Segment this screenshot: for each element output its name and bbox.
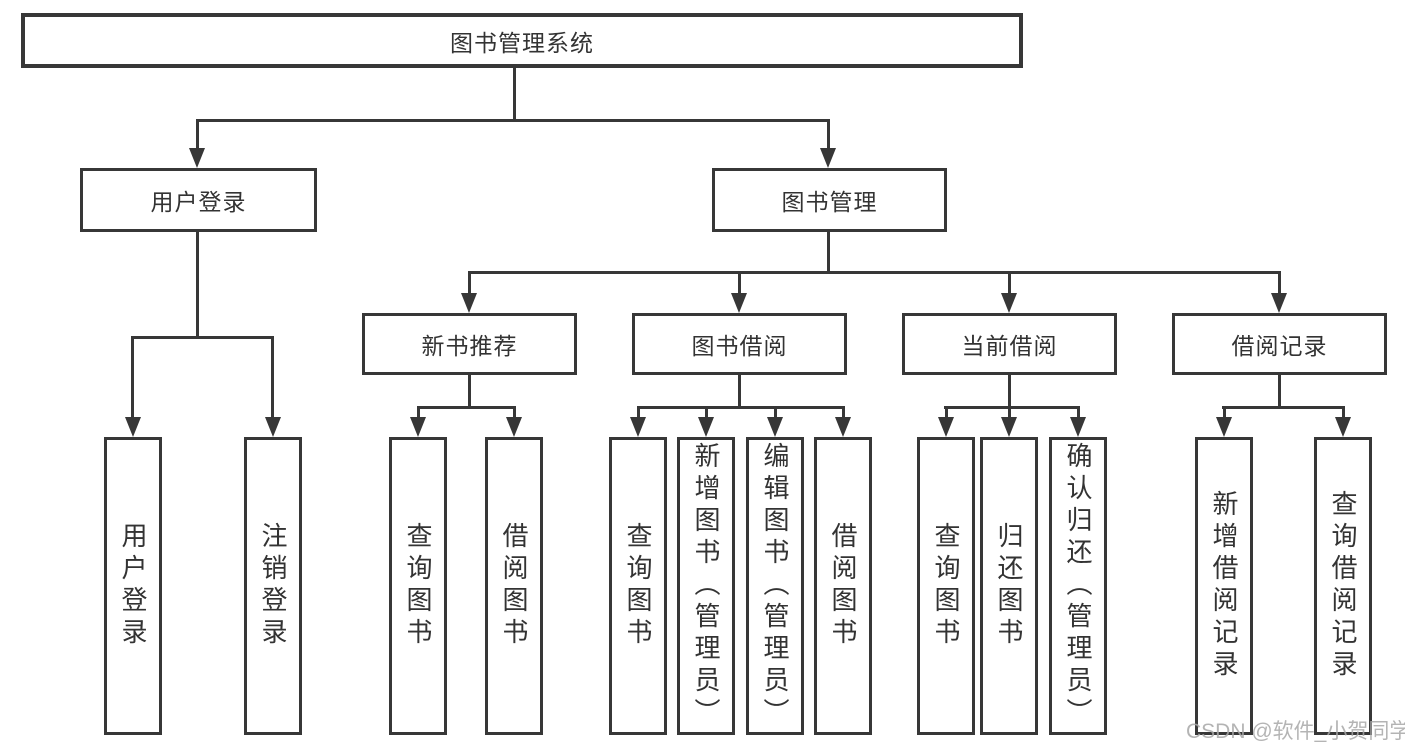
connector-drop bbox=[468, 271, 471, 295]
leaf-label: 新增图书（管理员） bbox=[691, 442, 721, 730]
leaf-label: 新增借阅记录 bbox=[1209, 490, 1239, 682]
leaf-logout: 注销登录 bbox=[244, 437, 302, 735]
arrowhead bbox=[1216, 417, 1232, 437]
connector-drop bbox=[842, 406, 845, 420]
connector-rail bbox=[1222, 406, 1345, 409]
arrowhead bbox=[410, 417, 426, 437]
leaf-nbr-borrow-books: 借阅图书 bbox=[485, 437, 543, 735]
node-book-management: 图书管理 bbox=[712, 168, 947, 232]
arrowhead bbox=[1335, 417, 1351, 437]
arrowhead bbox=[1001, 293, 1017, 313]
connector-drop bbox=[774, 406, 777, 420]
connector-drop bbox=[513, 406, 516, 420]
connector-drop bbox=[1008, 271, 1011, 295]
leaf-cb-confirm-return-admin: 确认归还（管理员） bbox=[1049, 437, 1107, 735]
leaf-nbr-query-books: 查询图书 bbox=[389, 437, 447, 735]
arrowhead bbox=[189, 148, 205, 168]
leaf-label: 用户登录 bbox=[118, 522, 148, 650]
arrowhead bbox=[630, 417, 646, 437]
watermark-text: CSDN @软件_小贺同学 bbox=[1186, 720, 1405, 743]
arrowhead bbox=[1070, 417, 1086, 437]
connector-user-login-stub bbox=[196, 232, 199, 336]
leaf-label: 借阅图书 bbox=[499, 522, 529, 650]
leaf-cb-query-books: 查询图书 bbox=[917, 437, 975, 735]
connector-stub bbox=[468, 375, 471, 407]
connector-drop bbox=[1278, 271, 1281, 295]
leaf-cb-return-books: 归还图书 bbox=[980, 437, 1038, 735]
connector-rail bbox=[944, 406, 1080, 409]
connector-drop bbox=[705, 406, 708, 420]
leaf-user-login: 用户登录 bbox=[104, 437, 162, 735]
node-new-book-recommend: 新书推荐 bbox=[362, 313, 577, 375]
arrowhead bbox=[1271, 293, 1287, 313]
connector-level2-rail bbox=[196, 119, 830, 122]
leaf-bb-edit-books-admin: 编辑图书（管理员） bbox=[746, 437, 804, 735]
node-user-login: 用户登录 bbox=[80, 168, 317, 232]
leaf-label: 查询图书 bbox=[403, 522, 433, 650]
connector-drop bbox=[1342, 406, 1345, 420]
connector-drop bbox=[637, 406, 640, 420]
connector-drop bbox=[417, 406, 420, 420]
node-current-borrow: 当前借阅 bbox=[902, 313, 1117, 375]
leaf-label: 确认归还（管理员） bbox=[1063, 442, 1093, 730]
node-root: 图书管理系统 bbox=[21, 13, 1023, 68]
arrowhead bbox=[265, 417, 281, 437]
arrowhead bbox=[698, 417, 714, 437]
leaf-bb-add-books-admin: 新增图书（管理员） bbox=[677, 437, 735, 735]
leaf-label: 查询借阅记录 bbox=[1328, 490, 1358, 682]
leaf-label: 归还图书 bbox=[994, 522, 1024, 650]
arrowhead bbox=[767, 417, 783, 437]
connector-root-stub bbox=[513, 68, 516, 119]
node-borrow-records: 借阅记录 bbox=[1172, 313, 1387, 375]
connector-drop bbox=[1223, 406, 1226, 420]
leaf-label: 查询图书 bbox=[931, 522, 961, 650]
connector-book-mgmt-stub bbox=[827, 232, 830, 271]
leaf-label: 注销登录 bbox=[258, 522, 288, 650]
arrowhead bbox=[461, 293, 477, 313]
arrowhead bbox=[1001, 417, 1017, 437]
connector-drop bbox=[1008, 406, 1011, 420]
connector-drop bbox=[827, 119, 830, 151]
connector-drop bbox=[131, 336, 134, 419]
leaf-label: 查询图书 bbox=[623, 522, 653, 650]
leaf-br-query-record: 查询借阅记录 bbox=[1314, 437, 1372, 735]
connector-drop bbox=[738, 271, 741, 295]
connector-user-login-rail bbox=[131, 336, 274, 339]
connector-level3-rail bbox=[468, 271, 1281, 274]
arrowhead bbox=[506, 417, 522, 437]
arrowhead bbox=[835, 417, 851, 437]
node-book-borrow: 图书借阅 bbox=[632, 313, 847, 375]
leaf-label: 借阅图书 bbox=[828, 522, 858, 650]
connector-drop bbox=[945, 406, 948, 420]
connector-drop bbox=[1077, 406, 1080, 420]
connector-rail bbox=[637, 406, 845, 409]
connector-rail bbox=[417, 406, 516, 409]
connector-drop bbox=[196, 119, 199, 151]
leaf-bb-query-books: 查询图书 bbox=[609, 437, 667, 735]
arrowhead bbox=[938, 417, 954, 437]
connector-stub bbox=[1278, 375, 1281, 407]
connector-drop bbox=[271, 336, 274, 419]
leaf-label: 编辑图书（管理员） bbox=[760, 442, 790, 730]
arrowhead bbox=[731, 293, 747, 313]
connector-stub bbox=[738, 375, 741, 407]
leaf-br-add-record: 新增借阅记录 bbox=[1195, 437, 1253, 735]
connector-stub bbox=[1008, 375, 1011, 407]
arrowhead bbox=[125, 417, 141, 437]
leaf-bb-borrow-books: 借阅图书 bbox=[814, 437, 872, 735]
arrowhead bbox=[820, 148, 836, 168]
